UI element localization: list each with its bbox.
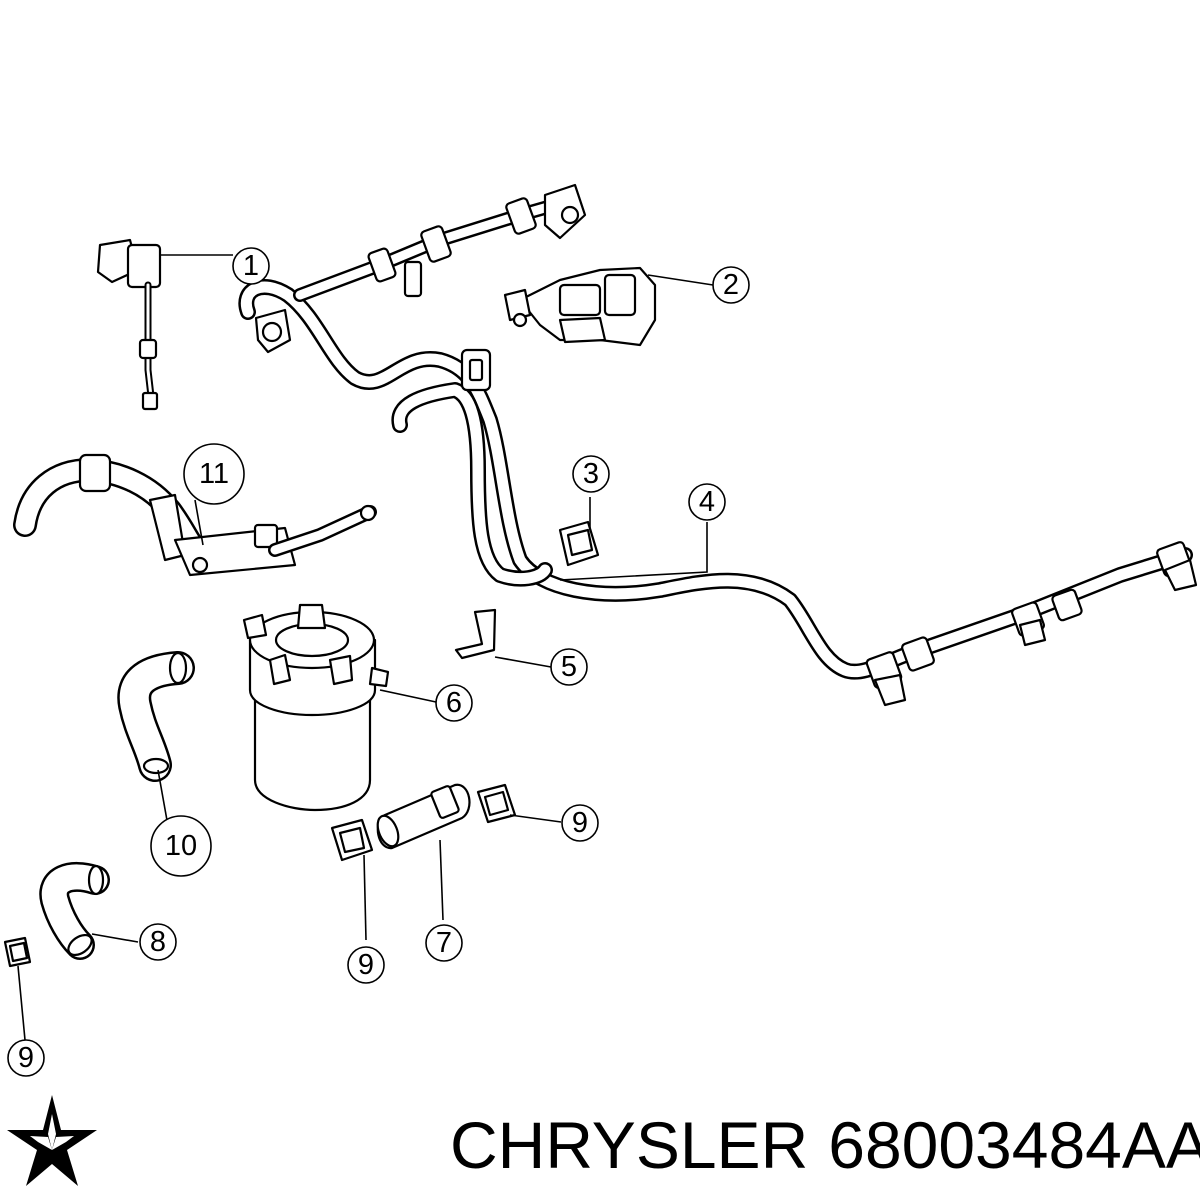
callout-7-label: 7 [436, 927, 452, 959]
callout-6: 6 [435, 684, 473, 722]
callout-11: 11 [183, 443, 245, 505]
leader-lines [17, 254, 714, 1041]
callout-11-label: 11 [199, 458, 229, 490]
callout-7: 7 [425, 924, 463, 962]
callout-9-left-label: 9 [18, 1042, 34, 1074]
part-9-clamp-a [476, 783, 517, 824]
part-number: 68003484AA [828, 1108, 1200, 1182]
brand-name: CHRYSLER [450, 1108, 809, 1182]
callout-2: 2 [712, 266, 750, 304]
callout-9-center-label: 9 [358, 949, 374, 981]
callout-9-right: 9 [561, 804, 599, 842]
callout-1-label: 1 [243, 250, 259, 282]
callout-3-label: 3 [583, 458, 599, 490]
callout-5-label: 5 [561, 651, 577, 683]
callout-10: 10 [150, 815, 212, 877]
callout-6-label: 6 [446, 687, 462, 719]
part-1-sensor [96, 238, 162, 411]
callout-8-label: 8 [150, 926, 166, 958]
part-8-elbow-hose [39, 861, 110, 960]
part-7-connector-tube [376, 783, 471, 850]
part-6-fuel-filter [242, 603, 390, 812]
part-caption: CHRYSLER 68003484AA [450, 1102, 1200, 1188]
pentastar-icon [7, 1095, 97, 1186]
callout-5: 5 [550, 648, 588, 686]
part-9-clamp-c [3, 936, 32, 968]
part-11-hose-bracket [13, 453, 377, 577]
part-2-valve-assembly [503, 266, 657, 347]
callout-9-left: 9 [7, 1039, 45, 1077]
callout-2-label: 2 [723, 269, 739, 301]
part-10-hose [117, 651, 195, 782]
callout-1: 1 [232, 247, 270, 285]
callout-4: 4 [688, 483, 726, 521]
callout-8: 8 [139, 923, 177, 961]
callout-9-right-label: 9 [572, 807, 588, 839]
part-4-fuel-line [238, 183, 1198, 707]
callout-3: 3 [572, 455, 610, 493]
callout-10-label: 10 [165, 830, 197, 862]
part-3-clip [558, 520, 600, 567]
callout-4-label: 4 [699, 486, 715, 518]
callout-9-center: 9 [347, 946, 385, 984]
part-5-bracket [454, 608, 497, 660]
part-9-clamp-b [330, 818, 374, 862]
